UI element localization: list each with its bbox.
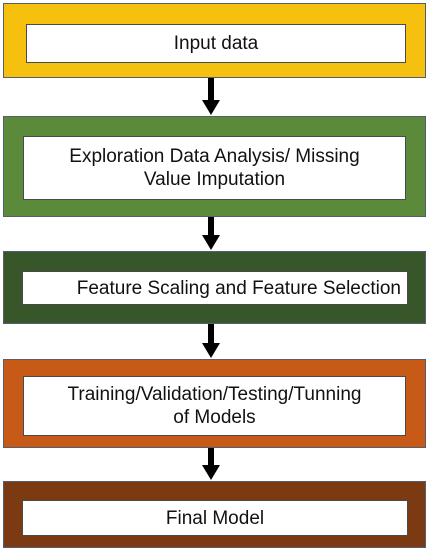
step-feature-scaling-selection-label: Feature Scaling and Feature Selection [22, 271, 408, 305]
arrow-down-icon [202, 324, 220, 358]
arrow-down-icon [202, 78, 220, 115]
step-final-model: Final Model [3, 481, 426, 548]
step-exploration-data-analysis: Exploration Data Analysis/ Missing Value… [3, 116, 426, 217]
arrow-down-icon [202, 217, 220, 250]
step-input-data: Input data [3, 3, 426, 78]
step-exploration-data-analysis-label: Exploration Data Analysis/ Missing Value… [23, 136, 406, 200]
step-training-validation-testing: Training/Validation/Testing/Tunning of M… [3, 359, 426, 448]
step-final-model-label: Final Model [22, 500, 408, 536]
step-input-data-label: Input data [26, 24, 406, 63]
step-training-validation-testing-label: Training/Validation/Testing/Tunning of M… [23, 376, 406, 436]
step-feature-scaling-selection: Feature Scaling and Feature Selection [3, 251, 426, 324]
arrow-down-icon [202, 448, 220, 480]
